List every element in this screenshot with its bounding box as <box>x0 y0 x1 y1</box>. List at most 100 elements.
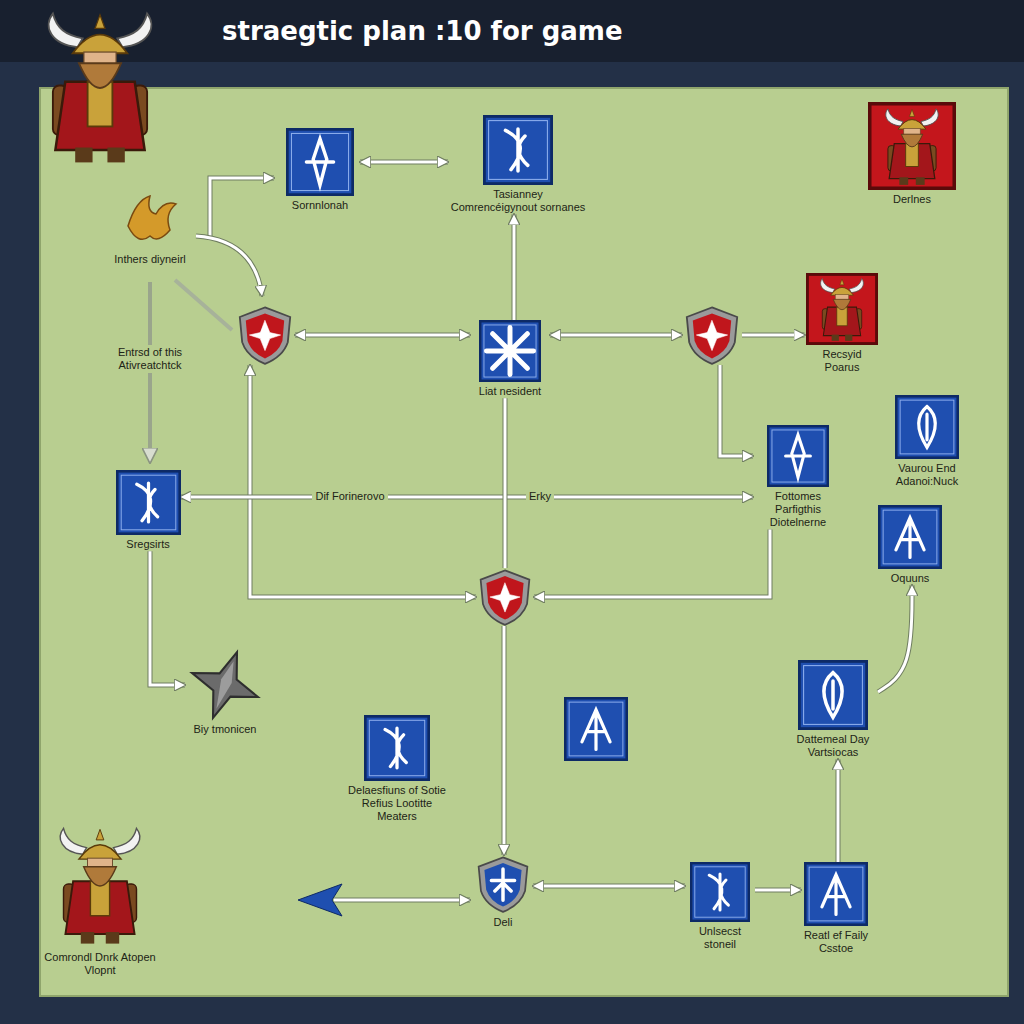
card-glyph <box>896 518 924 558</box>
connector <box>720 365 753 456</box>
connector-outline <box>533 884 685 889</box>
connector <box>181 497 754 498</box>
route-arrow <box>196 236 262 296</box>
node-graphic <box>286 128 354 196</box>
shield-node <box>682 305 742 365</box>
connector-outline <box>295 333 470 338</box>
star-facet <box>211 659 239 710</box>
route-arrow <box>196 236 262 296</box>
unit-card: Reatl ef Faily Csstoe <box>801 862 871 955</box>
node-caption: Sornnlonah <box>280 199 360 212</box>
connector-line <box>181 496 754 499</box>
map-panel <box>40 88 1008 996</box>
unit-card <box>564 697 628 761</box>
card-frame <box>480 321 540 381</box>
card-inner <box>489 121 548 180</box>
unit-card: Liat nesident <box>470 320 550 398</box>
pointer-wedge <box>298 884 342 916</box>
card-inner <box>369 720 424 775</box>
node-graphic <box>804 862 868 926</box>
node-graphic <box>474 855 532 913</box>
node-caption: Reatl ef Faily Csstoe <box>801 929 871 955</box>
page-title: straegtic plan :10 for game <box>222 16 623 47</box>
connector <box>505 398 506 568</box>
node-graphic <box>767 425 829 487</box>
card-frame <box>365 716 428 779</box>
node-icon <box>240 307 290 363</box>
card-frame <box>799 661 866 728</box>
connector-line <box>504 398 507 568</box>
card-frame <box>805 863 866 924</box>
connector-outline <box>534 530 770 597</box>
node-graphic <box>476 568 534 626</box>
node-graphic <box>690 862 750 922</box>
node-caption: Recsyid Poarus <box>805 348 880 374</box>
card-inner <box>900 400 954 454</box>
node-graphic <box>116 470 181 535</box>
card-glyph <box>709 874 728 910</box>
route-arrow <box>210 178 274 240</box>
connector <box>533 886 685 887</box>
character-card: Derlnes <box>868 102 956 206</box>
route-arrow <box>334 899 470 902</box>
connector-outline <box>360 160 448 165</box>
node-graphic <box>878 505 942 569</box>
card-inner <box>772 430 824 482</box>
card-glyph <box>306 139 333 185</box>
node-icon <box>180 640 270 730</box>
shield-rim <box>240 307 290 363</box>
connector <box>250 365 476 597</box>
card-glyph <box>582 710 610 750</box>
card-inner <box>569 702 623 756</box>
shield-face <box>484 863 521 907</box>
shield-rim <box>687 307 737 363</box>
node-caption: Derlnes <box>868 193 956 206</box>
card-glyph <box>136 483 157 522</box>
card-glyph <box>385 728 406 768</box>
dwarf-figure <box>886 109 938 185</box>
unit-card: Oquuns <box>878 505 942 585</box>
card-glyph <box>505 129 527 171</box>
connector-outline <box>550 333 682 338</box>
node-graphic <box>235 305 295 365</box>
unit-card: Fottomes Parfigthis Diotelnerne <box>753 425 843 530</box>
shield-node <box>476 568 534 626</box>
node-icon <box>768 426 828 486</box>
connector <box>360 162 448 163</box>
node-caption: Unlsecst stoneil <box>685 925 755 951</box>
node-caption: Fottomes Parfigthis Diotelnerne <box>753 490 843 530</box>
card-inner <box>804 666 863 725</box>
connector <box>534 530 770 597</box>
connector <box>504 626 505 855</box>
node-icon <box>870 104 954 188</box>
node-caption: Sregsirts <box>116 538 181 551</box>
card-frame <box>896 396 957 457</box>
connector-outline <box>755 888 801 893</box>
connector <box>295 335 470 336</box>
connector-line <box>513 214 516 320</box>
node-graphic <box>564 697 628 761</box>
node-graphic <box>479 320 541 382</box>
connector <box>838 759 839 862</box>
connector-line <box>550 334 682 337</box>
card-frame <box>870 104 954 188</box>
unit-card: Sregsirts <box>116 470 181 551</box>
connector-line <box>360 161 448 164</box>
shield-glyph <box>490 583 520 612</box>
connector-line <box>878 585 912 692</box>
node-caption: Delaesfiuns of Sotie Refius Lootitte Mea… <box>342 784 452 824</box>
node-caption: Biy tmonicen <box>185 723 265 736</box>
connector-outline <box>181 495 754 500</box>
node-icon <box>879 506 940 567</box>
card-glyph <box>486 327 533 374</box>
map-label: Erky <box>526 489 554 504</box>
shield-glyph <box>696 321 727 351</box>
route-arrow <box>210 178 274 240</box>
unit-card: Unlsecst stoneil <box>685 862 755 951</box>
node-caption: Vaurou End Adanoi:Nuck <box>880 462 975 488</box>
node-graphic <box>364 715 430 781</box>
dwarf-figure <box>49 14 152 163</box>
